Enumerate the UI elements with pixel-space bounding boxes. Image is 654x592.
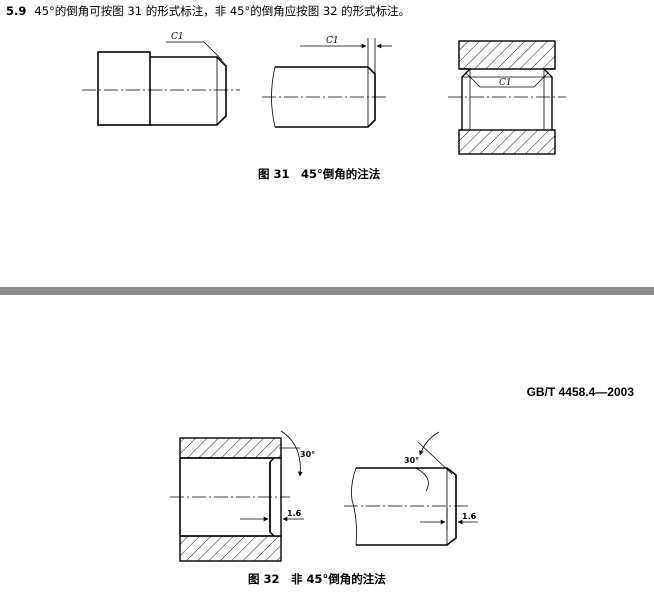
fig31-drawing-shaft-step: C1 xyxy=(82,32,240,126)
fig31-drawing-shaft-end: C1 xyxy=(262,36,392,128)
clause-number: 5.9 xyxy=(6,4,27,18)
fig32-angle-label-2: 30° xyxy=(404,456,419,465)
fig31-label-1: C1 xyxy=(171,32,184,42)
fig31-label-2: C1 xyxy=(326,36,339,46)
standard-number: GB/T 4458.4—2003 xyxy=(526,385,634,399)
fig32-angle-label-1: 30° xyxy=(300,450,315,459)
fig32-length-label-2: 1.6 xyxy=(462,512,477,521)
fig31-label-3: C1 xyxy=(499,78,512,88)
figure-31-caption: 图 31 45°倒角的注法 xyxy=(258,167,381,181)
clause-line: 5.9 45°的倒角可按图 31 的形式标注，非 45°的倒角应按图 32 的形式… xyxy=(6,3,410,19)
figure-32-caption: 图 32 非 45°倒角的注法 xyxy=(248,572,386,586)
fig32-drawing-shaft: 30° 1.6 xyxy=(344,431,478,546)
clause-text: 45°的倒角可按图 31 的形式标注，非 45°的倒角应按图 32 的形式标注。 xyxy=(34,4,411,18)
fig31-drawing-bore: C1 xyxy=(448,40,566,155)
page-divider xyxy=(0,287,654,295)
fig32-length-label-1: 1.6 xyxy=(287,509,302,518)
fig32-drawing-bore: 30° 1.6 xyxy=(170,430,315,562)
